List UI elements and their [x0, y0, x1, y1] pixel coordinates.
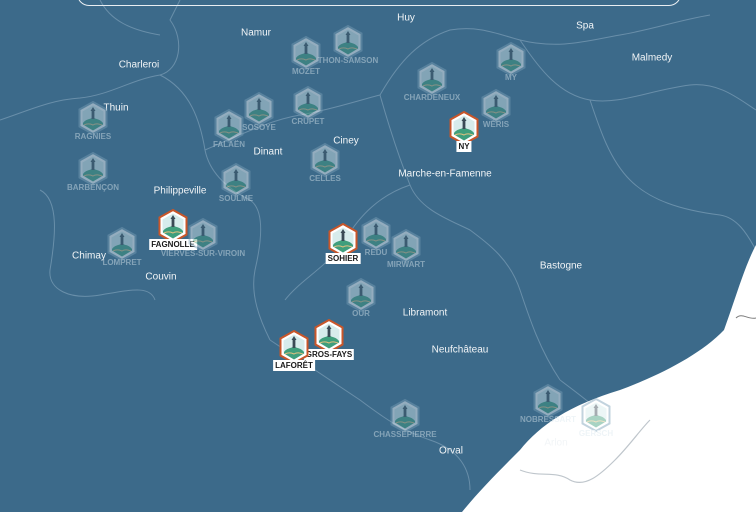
village-label: VIERVES-SUR-VIROIN — [160, 249, 246, 258]
village-label: FAGNOLLE — [149, 239, 197, 250]
village-marker-weris[interactable]: WÉRIS — [479, 89, 513, 139]
village-pin-icon — [333, 25, 363, 59]
search-bar-edge[interactable] — [77, 0, 681, 6]
village-pin-icon — [314, 319, 344, 353]
city-label-bastogne: Bastogne — [539, 260, 583, 272]
village-label: FALAËN — [213, 140, 245, 149]
village-marker-chassepierre[interactable]: CHASSEPIERRE — [373, 399, 437, 449]
village-label: WÉRIS — [482, 120, 510, 129]
village-marker-celles[interactable]: CELLES — [308, 143, 342, 193]
village-pin-icon — [107, 227, 137, 261]
city-label-orval: Orval — [439, 445, 463, 457]
village-pin-icon — [78, 101, 108, 135]
village-marker-crupet[interactable]: CRUPET — [291, 86, 325, 136]
village-marker-chardeneux[interactable]: CHARDENEUX — [404, 62, 460, 112]
village-pin-icon — [496, 42, 526, 76]
village-marker-ragnies[interactable]: RAGNIES — [74, 101, 112, 151]
village-label: CHARDENEUX — [403, 93, 461, 102]
city-label-libramont: Libramont — [402, 307, 448, 319]
village-label: REDU — [364, 248, 388, 257]
village-marker-mozet[interactable]: MOZET — [289, 36, 323, 86]
village-label: LOMPRET — [102, 258, 142, 267]
village-label: NY — [456, 141, 472, 152]
village-label: MOZET — [292, 67, 320, 76]
village-pin-icon — [214, 109, 244, 143]
village-marker-laforet[interactable]: LAFORÊT — [273, 330, 315, 380]
village-pin-icon — [188, 218, 218, 252]
village-marker-gersch[interactable]: GERSCH — [579, 398, 613, 448]
city-label-couvin: Couvin — [145, 271, 177, 283]
village-pin-icon — [581, 398, 611, 432]
village-pin-icon — [346, 278, 376, 312]
village-marker-our[interactable]: OUR — [344, 278, 378, 328]
village-label: OUR — [352, 309, 370, 318]
neighbour-border — [519, 419, 651, 483]
village-pin-icon — [533, 384, 563, 418]
village-pin-icon — [291, 36, 321, 70]
city-label-namur: Namur — [240, 27, 272, 39]
village-pin-icon — [310, 143, 340, 177]
village-marker-mirwart[interactable]: MIRWART — [387, 229, 425, 279]
village-marker-sohier[interactable]: SOHIER — [325, 223, 361, 273]
village-marker-falaen[interactable]: FALAËN — [212, 109, 246, 159]
village-label: THON-SAMSON — [317, 56, 379, 65]
city-label-huy: Huy — [397, 12, 415, 24]
city-label-chimay: Chimay — [72, 250, 106, 262]
village-pin-icon — [481, 89, 511, 123]
city-label-ciney: Ciney — [333, 135, 359, 147]
village-pin-icon — [279, 330, 309, 364]
village-pin-icon — [361, 217, 391, 251]
village-pin-icon — [390, 399, 420, 433]
city-label-thuin: Thuin — [103, 102, 129, 114]
village-pin-icon — [328, 223, 358, 257]
village-marker-sosoye[interactable]: SOSOYE — [242, 92, 276, 142]
village-pin-icon — [417, 62, 447, 96]
city-label-philippeville: Philippeville — [153, 185, 207, 197]
village-label: MY — [505, 73, 517, 82]
village-pin-icon — [78, 152, 108, 186]
city-label-dinant: Dinant — [253, 146, 283, 158]
village-label: LAFORÊT — [273, 360, 315, 371]
village-pin-icon — [449, 111, 479, 145]
village-pin-icon — [293, 86, 323, 120]
village-label: CELLES — [309, 174, 341, 183]
village-label: MIRWART — [386, 260, 426, 269]
village-marker-ny[interactable]: NY — [447, 111, 481, 161]
village-pin-icon — [391, 229, 421, 263]
city-label-arlon: Arlon — [544, 437, 568, 449]
village-marker-vierves[interactable]: VIERVES-SUR-VIROIN — [161, 218, 245, 268]
village-label: BARBENÇON — [67, 183, 119, 192]
village-marker-my[interactable]: MY — [494, 42, 528, 92]
village-label: SOSOYE — [242, 123, 276, 132]
village-marker-redu[interactable]: REDU — [359, 217, 393, 267]
village-label: CRUPET — [291, 117, 325, 126]
village-label: NOBRESSART — [519, 415, 577, 424]
outside-region — [462, 245, 756, 512]
village-pin-icon — [221, 163, 251, 197]
village-marker-thon-samson[interactable]: THON-SAMSON — [318, 25, 378, 75]
village-pin-icon — [244, 92, 274, 126]
village-marker-soulme[interactable]: SOULME — [219, 163, 253, 213]
neighbour-border-east — [735, 315, 756, 319]
village-label: SOULME — [218, 194, 254, 203]
village-pin-icon — [158, 209, 188, 243]
village-label: SOHIER — [325, 253, 361, 264]
city-label-charleroi: Charleroi — [118, 59, 160, 71]
village-label: RAGNIES — [74, 132, 112, 141]
village-label: GERSCH — [578, 429, 614, 438]
village-marker-fagnolle[interactable]: FAGNOLLE — [149, 209, 197, 259]
city-label-marche: Marche-en-Famenne — [398, 168, 492, 180]
village-marker-nobressart[interactable]: NOBRESSART — [520, 384, 576, 434]
village-label: GROS-FAYS — [303, 349, 355, 360]
city-label-spa: Spa — [576, 20, 594, 32]
village-marker-barbencon[interactable]: BARBENÇON — [67, 152, 119, 202]
city-label-malmedy: Malmedy — [631, 52, 673, 64]
city-label-neufchateau: Neufchâteau — [431, 344, 489, 356]
village-marker-gros-fays[interactable]: GROS-FAYS — [303, 319, 355, 369]
village-label: CHASSEPIERRE — [373, 430, 437, 439]
village-marker-lompret[interactable]: LOMPRET — [102, 227, 142, 277]
